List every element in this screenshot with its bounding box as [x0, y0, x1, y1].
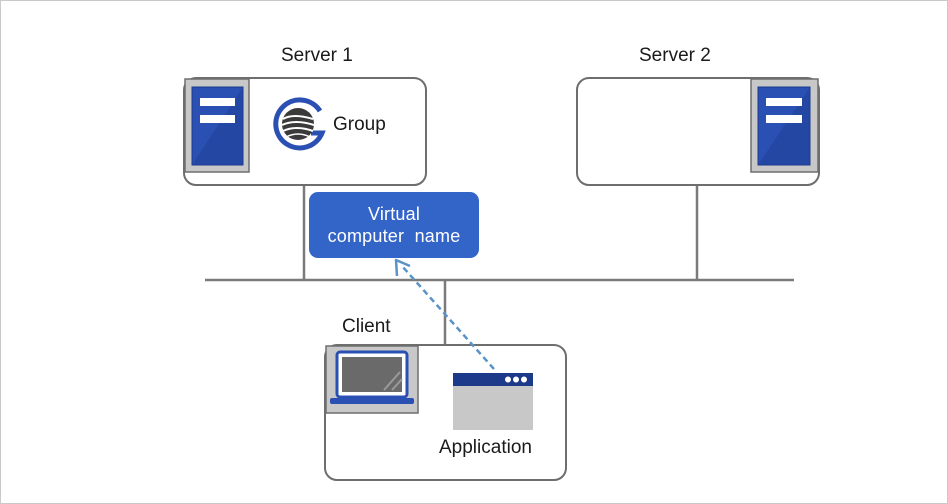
network-lines: [205, 185, 794, 345]
server2-icon: [750, 78, 819, 173]
server1-icon: [184, 78, 250, 173]
group-icon: [273, 97, 326, 151]
virtual-computer-name-line2: computer name: [327, 226, 461, 246]
application-label: Application: [439, 437, 532, 458]
virtual-computer-name-box: Virtual computer name: [309, 192, 479, 258]
group-label: Group: [333, 114, 386, 135]
laptop-icon: [325, 345, 419, 414]
client-label: Client: [342, 316, 391, 337]
server1-label: Server 1: [281, 45, 353, 66]
virtual-computer-name-line1: Virtual: [367, 204, 421, 224]
server2-label: Server 2: [639, 45, 711, 66]
application-window-icon: [453, 373, 533, 430]
access-arrow: [394, 258, 495, 370]
